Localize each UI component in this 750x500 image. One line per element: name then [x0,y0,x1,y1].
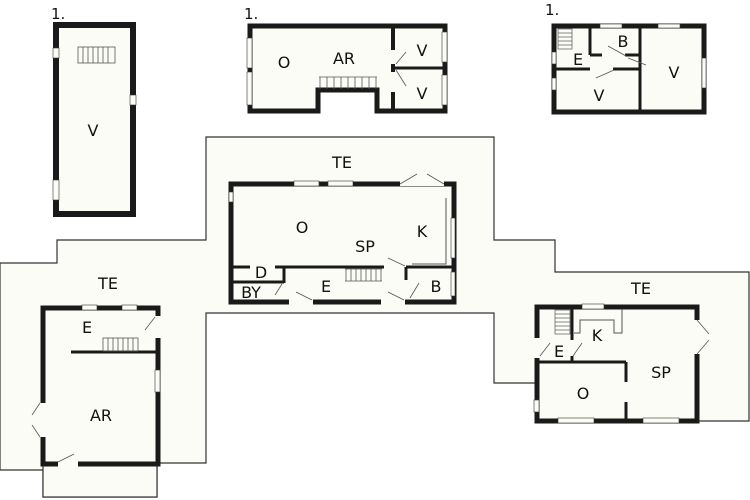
room-label: SP [651,363,671,382]
room-label: E [554,342,564,361]
room-label: B [431,277,442,296]
window [52,47,60,59]
floor-marker: 1. [51,5,65,23]
floor-marker: 1. [545,1,559,19]
room-label: BY [241,283,261,302]
terrace-label: TE [331,153,352,172]
terrace-label: TE [97,274,118,293]
stairs-icon [319,76,377,89]
room-label: E [573,50,583,69]
room-label: O [577,384,590,403]
terrace-label: TE [630,279,651,298]
upper-plan-1 [52,22,137,217]
porch-step [42,463,158,498]
room-label: V [669,63,680,82]
room-label: E [82,318,92,337]
left-plan [31,304,161,467]
room-label: AR [333,49,355,68]
window [52,179,60,201]
main-plan [228,173,457,305]
room-label: V [594,86,605,105]
stairs-icon [557,28,573,50]
stairs-icon [345,268,382,282]
stairs-icon [554,309,571,335]
right-plan [533,303,710,424]
room-label: E [321,277,331,296]
window [129,94,137,106]
stairs-icon [77,46,116,64]
room-label: SP [355,237,375,256]
room-label: V [88,121,99,140]
stairs-icon [102,337,139,352]
room-label: V [417,41,428,60]
room-label: K [417,222,428,241]
room-label: V [417,84,428,103]
floor-marker: 1. [244,5,258,23]
room-label: O [296,218,309,237]
upper-plan-2 [246,23,448,114]
upper-plan-3 [551,23,707,115]
room-label: K [592,326,603,345]
room-label: O [278,53,291,72]
room-label: AR [90,406,112,425]
room-label: B [618,32,629,51]
room-label: D [255,263,267,282]
terrace-area [0,136,750,498]
